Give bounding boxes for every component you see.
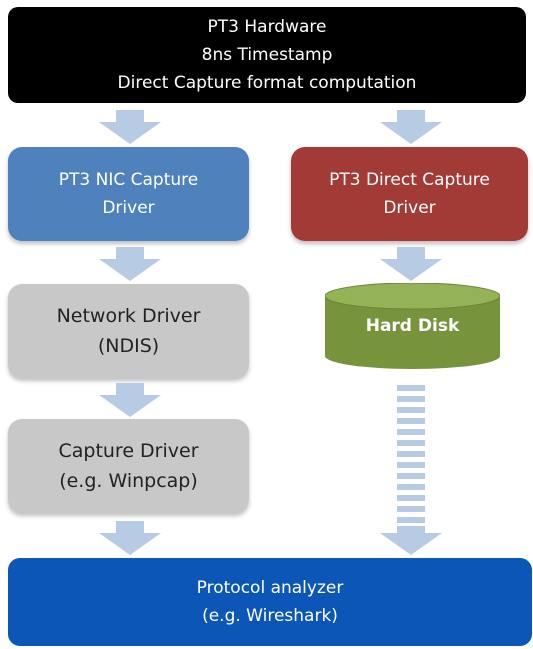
direct-capture-driver-box: PT3 Direct Capture Driver bbox=[291, 147, 528, 241]
arrow-direct-to-disk bbox=[380, 247, 442, 281]
network-driver-line-1: Network Driver bbox=[56, 305, 201, 327]
protocol-analyzer-box: Protocol analyzer (e.g. Wireshark) bbox=[8, 558, 532, 646]
direct-driver-line-2: Driver bbox=[383, 198, 436, 218]
hard-disk-label: Hard Disk bbox=[365, 316, 460, 336]
capture-driver-line-1: Capture Driver bbox=[58, 440, 199, 462]
direct-driver-line-1: PT3 Direct Capture bbox=[329, 170, 490, 190]
arrow-hw-to-nic bbox=[99, 110, 161, 144]
analyzer-line-1: Protocol analyzer bbox=[196, 578, 344, 598]
hardware-format: Direct Capture format computation bbox=[117, 73, 417, 93]
network-driver-box: Network Driver (NDIS) bbox=[8, 284, 249, 378]
arrow-capture-to-analyzer bbox=[99, 521, 161, 555]
nic-driver-line-2: Driver bbox=[102, 198, 155, 218]
arrow-hw-to-direct bbox=[380, 110, 442, 144]
nic-driver-line-1: PT3 NIC Capture bbox=[58, 170, 199, 190]
hardware-title: PT3 Hardware bbox=[207, 17, 327, 37]
nic-capture-driver-box: PT3 NIC Capture Driver bbox=[8, 147, 249, 241]
pt3-hardware-box: PT3 Hardware 8ns Timestamp Direct Captur… bbox=[8, 7, 526, 103]
analyzer-line-2: (e.g. Wireshark) bbox=[202, 606, 338, 626]
capture-driver-box: Capture Driver (e.g. Winpcap) bbox=[8, 419, 249, 513]
capture-driver-line-2: (e.g. Winpcap) bbox=[59, 470, 198, 492]
arrow-ndis-to-capture bbox=[99, 383, 161, 417]
hard-disk-cylinder bbox=[325, 283, 500, 369]
network-driver-line-2: (NDIS) bbox=[97, 335, 160, 357]
hardware-timestamp: 8ns Timestamp bbox=[201, 45, 333, 65]
arrow-nic-to-ndis bbox=[99, 247, 161, 281]
dashed-arrow-disk-to-analyzer bbox=[380, 385, 442, 555]
